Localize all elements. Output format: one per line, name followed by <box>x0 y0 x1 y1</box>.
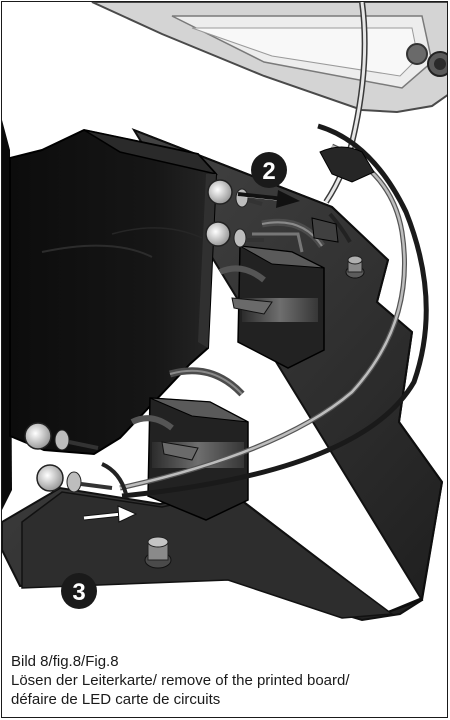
led-lamp-lower-1 <box>24 422 99 451</box>
led-lamp-upper-1 <box>207 179 263 208</box>
figure-caption: Bild 8/fig.8/Fig.8 Lösen der Leiterkarte… <box>11 652 441 709</box>
step-badge-3: 3 <box>61 573 97 609</box>
capacitor-upper <box>218 218 325 369</box>
standoff-right <box>345 255 365 279</box>
direction-arrow-lower <box>83 505 138 523</box>
caption-line-2: défaire de LED carte de circuits <box>11 691 221 708</box>
assembly-illustration: 2 3 <box>2 2 447 622</box>
step-badge-label: 3 <box>72 579 85 606</box>
standoff-bottom <box>144 536 172 569</box>
direction-arrow-upper <box>237 190 300 208</box>
step-badge-label: 2 <box>262 158 275 185</box>
housing-top-right <box>91 2 447 114</box>
figure-reference: Bild 8/fig.8/Fig.8 <box>11 653 119 670</box>
led-lamp-upper-2 <box>205 221 264 248</box>
led-lamp-lower-2 <box>36 464 113 493</box>
caption-line-1: Lösen der Leiterkarte/ remove of the pri… <box>11 672 350 689</box>
connection-wires <box>101 2 429 499</box>
step-badge-2: 2 <box>251 152 287 188</box>
